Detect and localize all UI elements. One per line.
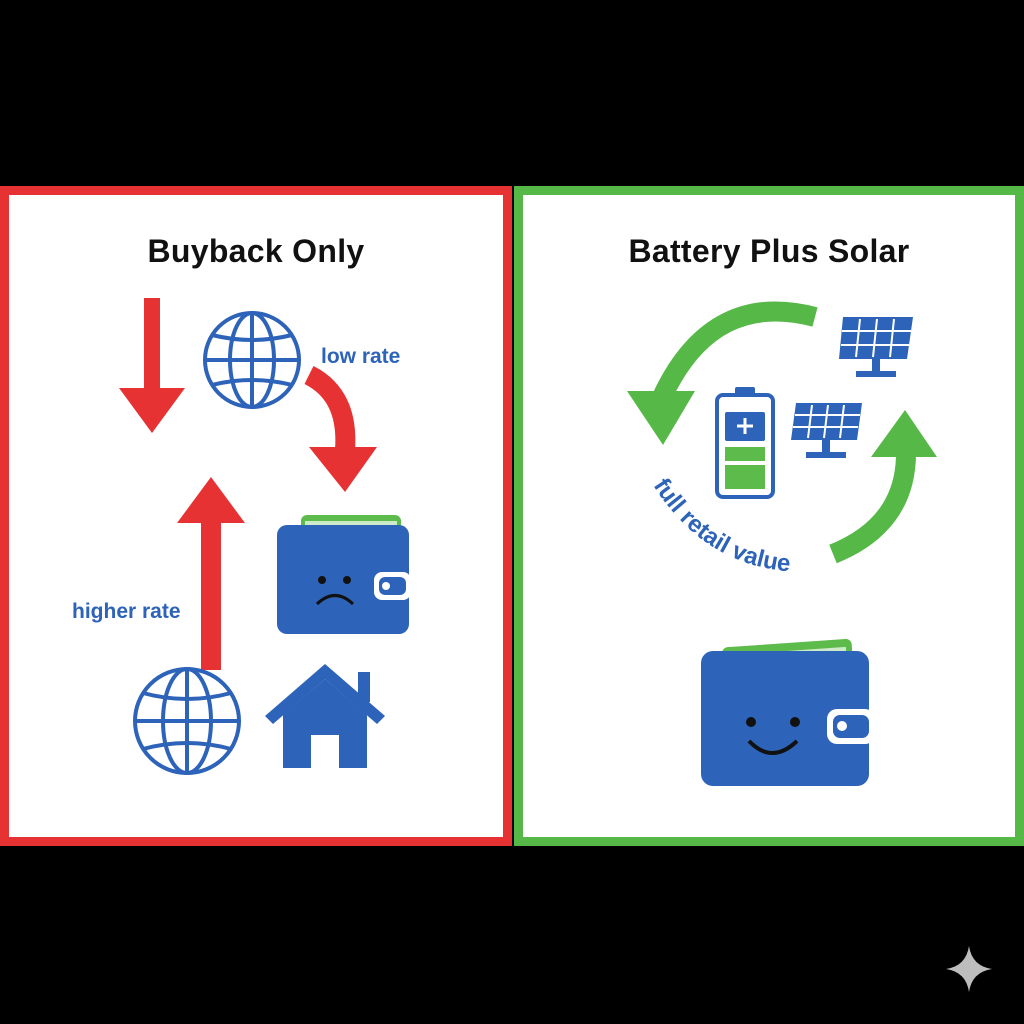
curved-arrow-icon bbox=[304, 366, 377, 492]
buyback-only-panel: Buyback Only bbox=[0, 186, 512, 846]
battery-solar-illustration: full retail value bbox=[627, 301, 937, 786]
cycle-arrow-icon bbox=[627, 301, 818, 445]
globe-icon bbox=[203, 311, 301, 409]
cycle-arrow-icon bbox=[829, 410, 937, 564]
battery-plus-solar-panel: Battery Plus Solar bbox=[514, 186, 1024, 846]
higher-rate-label: higher rate bbox=[72, 600, 181, 623]
globe-icon bbox=[133, 667, 241, 775]
low-rate-label: low rate bbox=[321, 345, 401, 368]
solar-panel-icon bbox=[839, 317, 913, 377]
solar-panel-icon bbox=[791, 403, 862, 458]
up-arrow-icon bbox=[177, 477, 245, 670]
panel-title: Battery Plus Solar bbox=[628, 233, 910, 269]
panel-title: Buyback Only bbox=[147, 233, 365, 269]
house-icon bbox=[265, 664, 385, 768]
buyback-illustration bbox=[119, 298, 411, 775]
battery-icon bbox=[715, 387, 775, 499]
down-arrow-icon bbox=[119, 298, 185, 433]
happy-wallet-icon bbox=[701, 638, 875, 786]
sparkle-watermark-icon bbox=[946, 946, 992, 992]
sad-wallet-icon bbox=[277, 515, 411, 634]
